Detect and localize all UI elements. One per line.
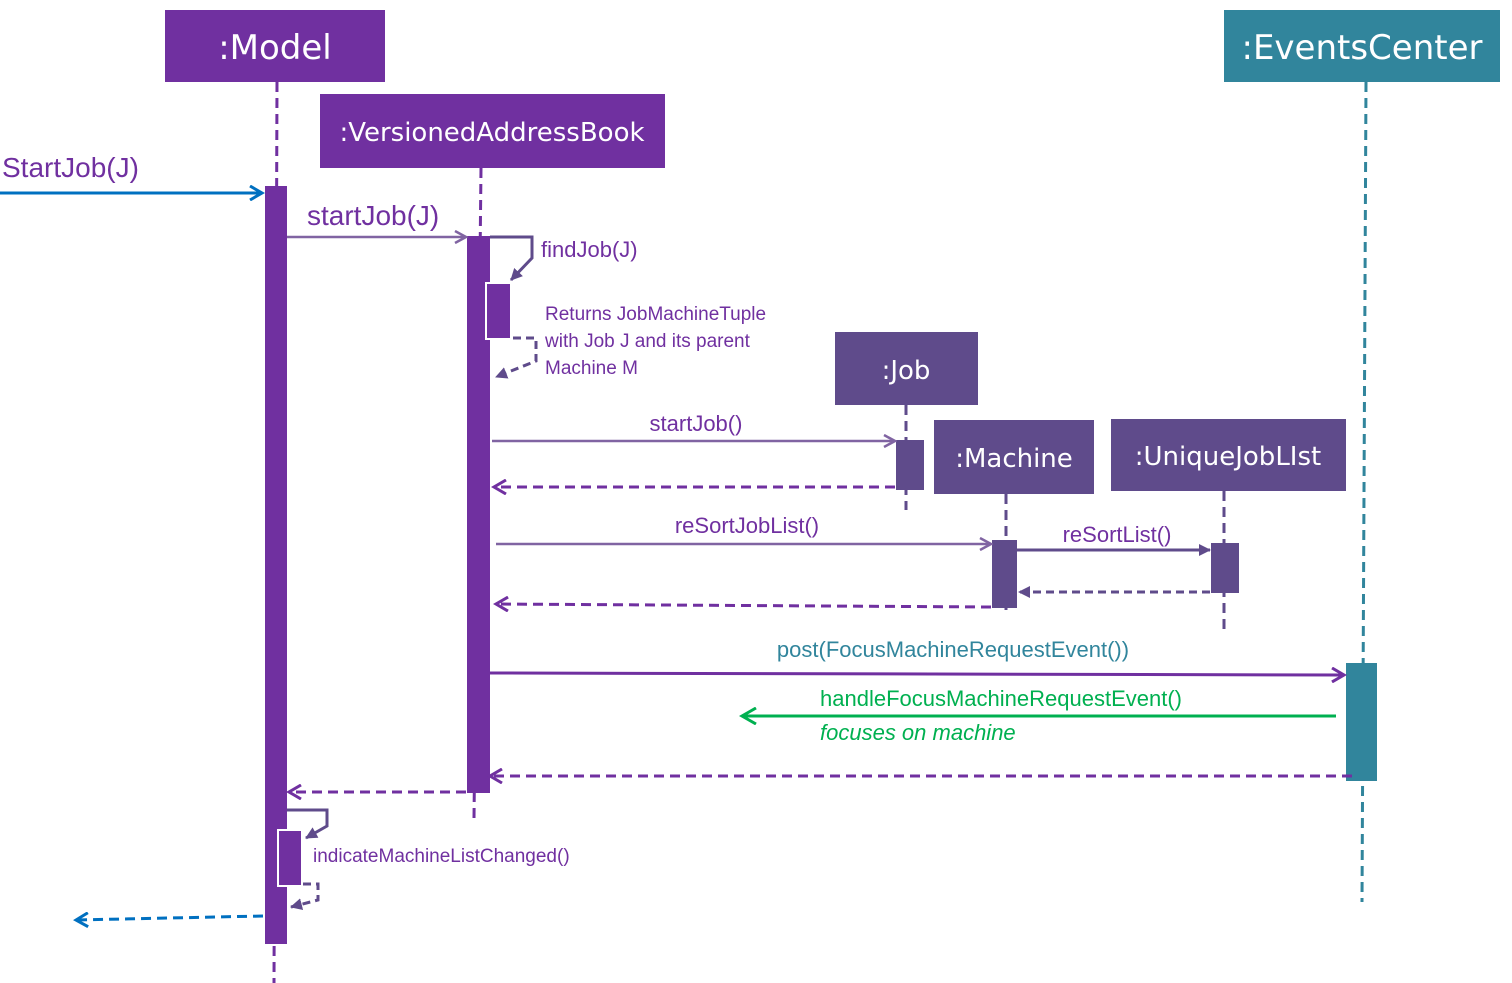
handle-event-note: focuses on machine — [820, 720, 1016, 745]
returns-note-line-3: Machine M — [545, 358, 638, 379]
re-sort-job-list-label: reSortJobList() — [675, 513, 819, 538]
post-event-arrow — [489, 673, 1344, 675]
returns-note-line-2: with Job J and its parent — [544, 331, 751, 352]
model-final-return-arrow — [76, 916, 264, 920]
job-label: :Job — [882, 356, 931, 386]
model-participant: :Model — [165, 10, 385, 82]
indicate-changed-self-arrow — [287, 808, 329, 840]
indicate-changed-label: indicateMachineListChanged() — [313, 846, 570, 867]
machine-participant: :Machine — [934, 420, 1094, 494]
versioned-address-book-activation — [467, 236, 490, 793]
unique-job-list-activation — [1211, 543, 1239, 593]
indicate-changed-return-arrow — [290, 882, 320, 911]
start-job-label: startJob(J) — [307, 200, 439, 231]
find-job-return-arrow — [495, 336, 538, 379]
unique-job-list-participant: :UniqueJobLIst — [1111, 419, 1346, 491]
events-center-participant: :EventsCenter — [1224, 10, 1500, 82]
re-sort-list-label: reSortList() — [1063, 522, 1172, 547]
find-job-label: findJob(J) — [541, 237, 638, 262]
machine-label: :Machine — [955, 444, 1073, 474]
model-participant-label: :Model — [218, 28, 332, 68]
post-event-label: post(FocusMachineRequestEvent()) — [777, 637, 1129, 662]
events-center-activation — [1346, 663, 1377, 781]
events-center-label: :EventsCenter — [1241, 28, 1482, 68]
job-start-job-label: startJob() — [650, 411, 743, 436]
find-job-self-arrow — [490, 235, 534, 282]
versioned-address-book-participant: :VersionedAddressBook — [320, 94, 665, 168]
model-activation — [265, 186, 287, 944]
versioned-address-book-label: :VersionedAddressBook — [339, 118, 644, 148]
start-job-external-label: StartJob(J) — [2, 152, 139, 183]
handle-event-label: handleFocusMachineRequestEvent() — [820, 686, 1182, 711]
machine-return-arrow — [496, 604, 992, 607]
find-job-activation — [485, 282, 512, 340]
job-activation — [896, 440, 924, 490]
events-center-lifeline — [1360, 81, 1368, 903]
returns-note-line-1: Returns JobMachineTuple — [545, 304, 766, 325]
machine-activation — [992, 540, 1017, 608]
unique-job-list-label: :UniqueJobLIst — [1135, 442, 1321, 472]
job-participant: :Job — [835, 332, 978, 405]
indicate-changed-activation — [277, 829, 303, 887]
